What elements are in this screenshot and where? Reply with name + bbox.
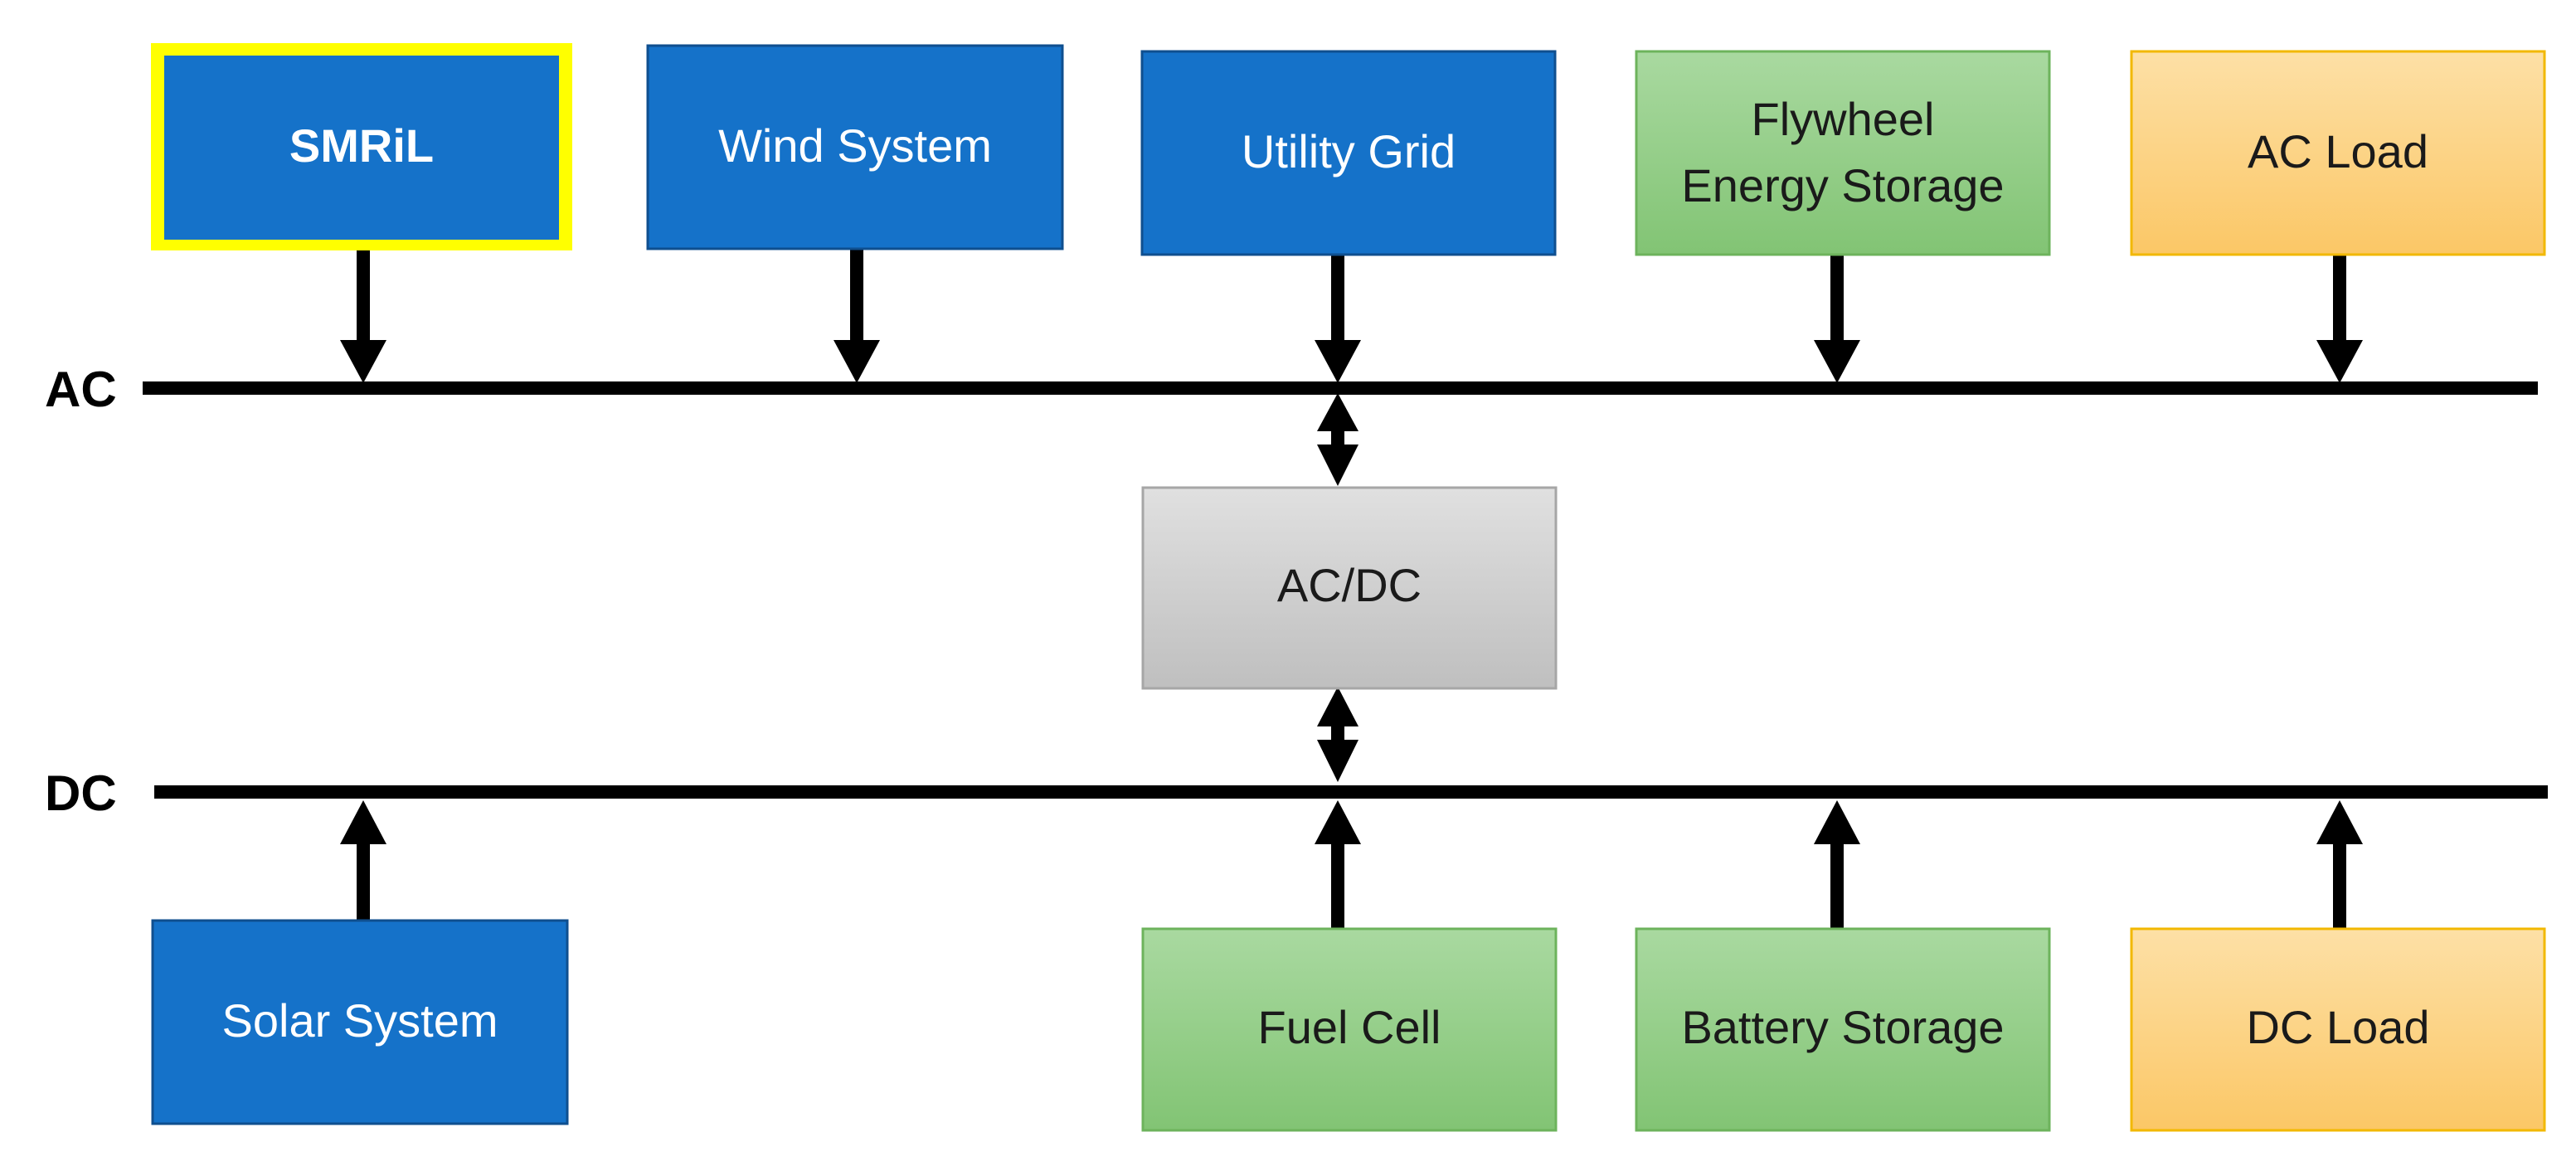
solar-to-dc-arrow (340, 800, 386, 933)
smril-block: SMRiL (151, 43, 572, 250)
ac-acdc-bidirectional-arrow (1317, 393, 1358, 486)
ac-load-block: AC Load (2130, 50, 2546, 256)
dcload-to-dc-arrow (2316, 800, 2363, 933)
flywheel-to-ac-arrow (1814, 249, 1860, 383)
utility-grid-block: Utility Grid (1140, 50, 1557, 256)
smril-to-ac-arrow (340, 249, 386, 383)
battery-to-dc-arrow (1814, 800, 1860, 933)
battery-storage-label: Battery Storage (1681, 1001, 2004, 1053)
fuel-cell-label: Fuel Cell (1258, 1001, 1441, 1053)
acdc-converter-block: AC/DC (1141, 486, 1558, 690)
utility-grid-label: Utility Grid (1242, 125, 1456, 177)
solar-system-block: Solar System (151, 919, 569, 1125)
smril-label: SMRiL (289, 119, 434, 172)
acload-to-ac-arrow (2316, 249, 2363, 383)
solar-system-label: Solar System (222, 994, 498, 1047)
ac-load-label: AC Load (2248, 125, 2428, 177)
wind-system-label: Wind System (718, 119, 992, 172)
wind-system-block: Wind System (646, 44, 1064, 250)
fuel-cell-block: Fuel Cell (1141, 927, 1558, 1132)
grid-to-ac-arrow (1315, 249, 1361, 383)
fuelcell-to-dc-arrow (1315, 800, 1361, 933)
battery-storage-block: Battery Storage (1635, 927, 2051, 1132)
acdc-dc-bidirectional-arrow (1317, 687, 1358, 782)
wind-to-ac-arrow (834, 249, 880, 383)
dc-bus-label: DC (45, 765, 117, 821)
flywheel-storage-block: Flywheel Energy Storage (1635, 50, 2051, 256)
dc-load-label: DC Load (2246, 1001, 2429, 1053)
flywheel-label-line2: Energy Storage (1681, 159, 2004, 211)
acdc-converter-label: AC/DC (1277, 559, 1422, 611)
flywheel-label-line1: Flywheel (1752, 93, 1935, 145)
dc-load-block: DC Load (2130, 927, 2546, 1132)
ac-bus-label: AC (45, 362, 117, 417)
